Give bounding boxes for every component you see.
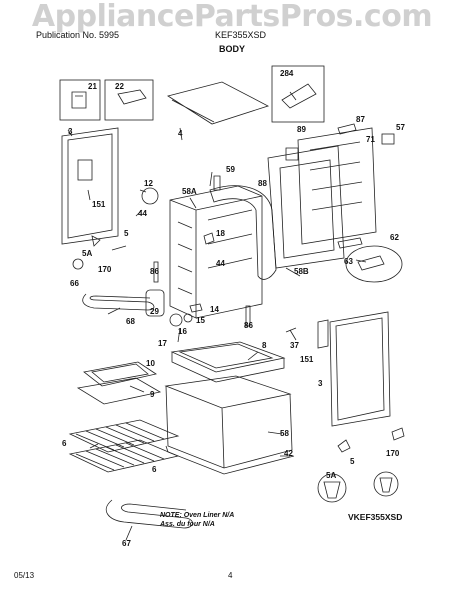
drawer-top [170, 341, 286, 373]
part-label: 18 [216, 229, 225, 238]
part-label: 15 [196, 316, 205, 325]
oven-liner-note: NOTE: Oven Liner N/A Ass. du four N/A [160, 511, 234, 529]
part-label: 58B [294, 267, 309, 276]
part-label: 68 [126, 317, 135, 326]
box-part-284 [271, 65, 325, 123]
note-line-en: NOTE: Oven Liner N/A [160, 512, 235, 519]
part-label: 71 [366, 135, 375, 144]
oven-rack-upper [68, 419, 180, 453]
part-label: 58A [182, 187, 197, 196]
part-label: 86 [244, 321, 253, 330]
oven-cavity [169, 185, 263, 319]
part-label: 87 [356, 115, 365, 124]
part-label: 3 [68, 127, 73, 136]
part-label: 66 [70, 279, 79, 288]
part-label: 9 [150, 390, 155, 399]
insulation-wrap [209, 185, 277, 280]
part-label: 4 [178, 129, 183, 138]
part-label: 59 [226, 165, 235, 174]
side-panel-left [61, 127, 119, 245]
part-label: 12 [144, 179, 153, 188]
part-label: 170 [98, 265, 112, 274]
box-part-22 [104, 79, 154, 121]
part-label: 17 [158, 339, 167, 348]
part-label: 5A [326, 471, 336, 480]
header-model: KEF355XSD [215, 30, 267, 40]
storage-drawer [164, 375, 293, 469]
header-publication: Publication No. 5995 [36, 30, 120, 40]
part-label: 10 [146, 359, 155, 368]
top-panel [167, 81, 270, 125]
part-label: 284 [280, 69, 294, 78]
part-label: 14 [210, 305, 219, 314]
part-label: 29 [150, 307, 159, 316]
part-label: 6 [152, 465, 157, 474]
part-label: 63 [344, 257, 353, 266]
broiler-pan [83, 361, 158, 387]
part-label: 57 [396, 123, 405, 132]
page-number: 4 [228, 571, 233, 580]
part-label: 5A [82, 249, 92, 258]
bake-element [105, 499, 193, 529]
part-label: 151 [92, 200, 106, 209]
part-label: 16 [178, 327, 187, 336]
part-label: 62 [390, 233, 399, 242]
broil-element [82, 293, 155, 311]
part-label: 58 [280, 429, 289, 438]
part-label: 37 [290, 341, 299, 350]
part-label: 5 [124, 229, 129, 238]
box-part-21 [59, 79, 101, 121]
part-label: 3 [318, 379, 323, 388]
footer-date: 05/13 [14, 571, 35, 580]
part-label: 22 [115, 82, 124, 91]
note-line-fr: Ass. du four N/A [160, 521, 215, 528]
part-label: 44 [216, 259, 225, 268]
page-title: BODY [218, 44, 245, 54]
part-label: 21 [88, 82, 97, 91]
watermark: AppliancePartsPros.com [31, 0, 433, 34]
model-code: VKEF355XSD [348, 512, 403, 522]
part-label: 42 [284, 449, 293, 458]
part-label: 89 [297, 125, 306, 134]
part-label: 170 [386, 449, 400, 458]
part-label: 5 [350, 457, 355, 466]
part-label: 86 [150, 267, 159, 276]
oven-rack-lower [68, 439, 180, 473]
part-label: 44 [138, 209, 147, 218]
part-label: 8 [262, 341, 267, 350]
part-label: 6 [62, 439, 67, 448]
part-label: 67 [122, 539, 131, 548]
part-label: 151 [300, 355, 314, 364]
back-frame [267, 145, 345, 269]
side-panel-right [329, 311, 391, 427]
part-label: 88 [258, 179, 267, 188]
